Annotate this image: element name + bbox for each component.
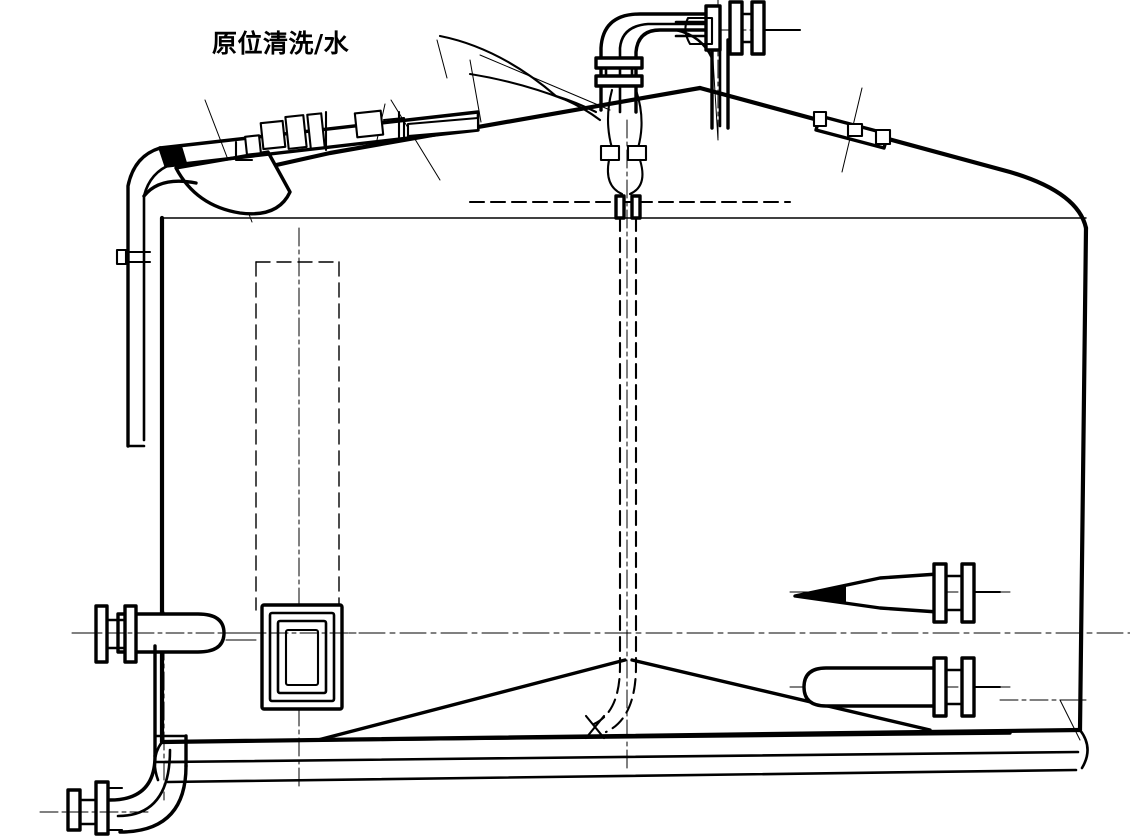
spray-jet-1 [438, 34, 558, 98]
downcomer-outer [126, 146, 162, 448]
nozzle-right-upper-flange-b [960, 562, 976, 624]
vessel-bottom-line-3 [166, 768, 1078, 784]
top-pipe-inner-wall [634, 28, 714, 114]
top-pipe-outer-wall [599, 12, 714, 112]
cip-valve-bracket [234, 140, 254, 162]
nozzle-left-flange-outer [94, 604, 109, 664]
hopper-slope-right [630, 658, 932, 732]
top-leg-brace [674, 28, 714, 60]
hopper-slope-left [316, 658, 627, 742]
top-curved-pipe-assembly[interactable] [594, 0, 802, 196]
cip-branch-valve-arm [382, 116, 406, 140]
nozzle-right-upper-flange-a [932, 562, 948, 624]
label-cip-water: 原位清洗/水 [212, 29, 350, 58]
top-pipe-flange-b [594, 74, 644, 88]
outlet-flange-neck [106, 786, 124, 832]
nozzle-left-flange-gasket [105, 618, 127, 650]
top-right-flange-stack[interactable] [674, 0, 802, 56]
nozzle-right-lower-flange-a [932, 656, 948, 718]
outlet-elbow-outer [108, 754, 157, 802]
top-branch-right-curve [634, 88, 643, 150]
cip-valve-block-2 [284, 114, 308, 150]
nozzle-right-upper-gasket [944, 574, 964, 612]
roof-spray-jets [438, 34, 602, 122]
top-flange-gasket [740, 12, 754, 44]
manway-hatch[interactable] [239, 603, 375, 711]
manway-cover-plate [284, 628, 320, 687]
downcomer-lug [115, 248, 128, 266]
leader-roof-center [712, 59, 719, 141]
roof-right-fitting-cap-b [874, 128, 892, 146]
vessel-bottom-right-corner [1078, 728, 1089, 770]
outlet-flange-a [94, 780, 110, 836]
outlet-flange-b [66, 788, 82, 832]
nozzle-right-upper[interactable] [793, 562, 1002, 624]
top-branch-bulb-left [606, 158, 624, 196]
outlet-elbow-inner [118, 764, 188, 834]
spray-jet-4 [564, 98, 602, 122]
downcomer-inner [142, 162, 174, 442]
cip-branch-valve[interactable] [353, 109, 480, 142]
spray-jet-3 [554, 94, 598, 114]
top-pipe-flange-bolts [604, 66, 634, 78]
top-valve-lines [674, 20, 708, 38]
nozzle-roof-right[interactable] [812, 110, 892, 150]
vessel-bottom-line-2 [163, 750, 1080, 764]
top-branch-left-curve [606, 88, 614, 150]
roof-right-fitting-cap-a [812, 110, 828, 128]
cip-downcomer [115, 146, 198, 448]
top-branch-lug-left [599, 144, 621, 162]
cip-valve-blocks[interactable] [234, 110, 328, 162]
diptube-outlet-arrow-b [584, 714, 606, 740]
nozzle-left-flange-inner [123, 604, 138, 664]
bottom-outlet-elbow[interactable] [39, 644, 188, 836]
manway-frame-inner [276, 619, 328, 695]
nozzle-right-lower[interactable] [802, 656, 1002, 718]
vessel-right-wall [1077, 225, 1089, 733]
top-flange-plate-3 [750, 0, 766, 56]
manway-frame-outer [260, 603, 344, 711]
roof-right-fitting-mid [846, 122, 864, 138]
diptube-joint-left [614, 194, 626, 220]
outlet-flange-gasket [78, 798, 98, 826]
diptube-right-wall [604, 194, 638, 734]
cip-branch-valve-body [353, 109, 385, 139]
vessel-roof-right [697, 85, 1089, 231]
spray-jet-2 [468, 72, 568, 102]
center-dip-tube [584, 194, 642, 740]
nozzle-right-upper-tip [795, 586, 846, 603]
cip-valve-block-3 [306, 112, 326, 150]
cip-pipe-left-joint [160, 146, 188, 166]
cip-spray-assembly[interactable] [115, 109, 480, 448]
nozzle-right-lower-body [802, 666, 940, 708]
cip-branch-outlet-tube [406, 116, 480, 138]
manway-frame-mid [268, 611, 336, 703]
top-pipe-flange-a [594, 56, 644, 70]
cip-valve-block-1 [259, 119, 287, 151]
leader-diptube [479, 54, 611, 111]
nozzle-right-lower-gasket [944, 668, 964, 706]
top-branch-lug-right [626, 144, 648, 162]
leader-bottom-right [1059, 699, 1081, 741]
hopper-floor-line [316, 731, 1012, 742]
cip-valve-block-4 [244, 134, 262, 156]
internal-hidden-element [255, 261, 340, 611]
downcomer-roof-joint [142, 179, 198, 198]
nozzle-right-lower-flange-b [960, 656, 976, 718]
top-pipe-mid-line [618, 22, 714, 114]
cip-spray-ball [174, 150, 292, 216]
nozzle-left-mid[interactable] [75, 604, 239, 664]
top-branch-bulb-right [628, 158, 644, 196]
leader-cip-tip [436, 39, 448, 79]
diptube-joint-right [630, 194, 642, 220]
outlet-elbow-center [116, 748, 172, 818]
diptube-left-wall [592, 194, 622, 726]
top-flange-plate-2 [728, 0, 744, 56]
misc-construction-lines [161, 639, 1087, 743]
